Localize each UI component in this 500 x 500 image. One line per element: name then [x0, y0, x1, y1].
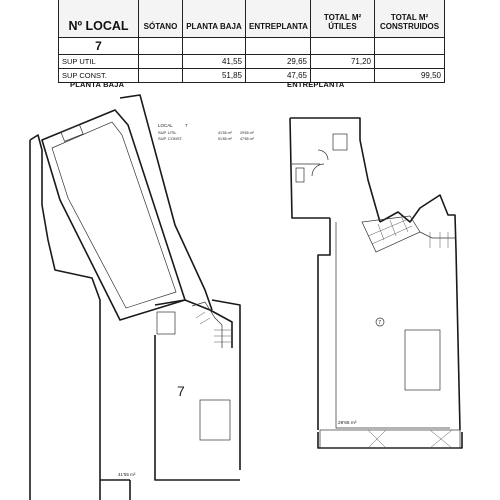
cell-entreplanta: 47,65: [245, 68, 311, 83]
cell-total-construidos: 99,50: [374, 68, 445, 83]
planta-baja-title: PLANTA BAJA: [70, 80, 125, 89]
stair-icon: [361, 215, 455, 253]
svg-text:SUP. UTIL: SUP. UTIL: [158, 130, 177, 135]
header-local: Nº LOCAL: [58, 0, 139, 38]
lower-strip: [319, 429, 461, 449]
plan-wall: [154, 335, 240, 481]
svg-text:51'85 m²: 51'85 m²: [218, 137, 233, 141]
header-entreplanta: ENTREPLANTA: [245, 0, 311, 38]
plan-wall: [41, 109, 186, 321]
svg-text:SUP. CONST.: SUP. CONST.: [158, 136, 183, 141]
svg-text:LOCAL: LOCAL: [158, 123, 173, 128]
planta-baja-room-area: 41'55 m²: [118, 472, 136, 477]
plan-wall: [317, 432, 463, 449]
table-row-sup-const: SUP CONST. 51,85 47,65 99,50: [58, 68, 445, 83]
mezzanine-edge: [335, 222, 450, 429]
entreplanta-title: ENTREPLANTA: [287, 80, 345, 89]
plan-column: [156, 311, 176, 335]
area-table: Nº LOCAL SÓTANO PLANTA BAJA ENTREPLANTA …: [58, 0, 445, 83]
plan-wall: [29, 134, 101, 500]
svg-text:41'55 m²: 41'55 m²: [218, 131, 233, 135]
plan-wall: [290, 117, 381, 223]
plan-wall: [317, 218, 331, 430]
entreplanta-floor-plan: 7 29'65 m²: [289, 117, 463, 449]
plan-column: [199, 399, 231, 441]
entreplanta-room-area: 29'65 m²: [338, 420, 357, 426]
svg-text:7: 7: [185, 123, 188, 128]
header-total-utiles: TOTAL M² ÚTILES: [310, 0, 375, 38]
plan-window: [60, 124, 84, 142]
door-swing-icon: [311, 163, 325, 177]
stair-icon: [191, 301, 232, 348]
door-swing-icon: [317, 149, 329, 161]
plan-inner-wall: [51, 121, 177, 309]
plan-wall: [289, 117, 330, 219]
plan-wall: [379, 194, 461, 431]
header-planta-baja: PLANTA BAJA: [182, 0, 246, 38]
entreplanta-room-marker: 7: [375, 317, 385, 327]
plan-column: [404, 329, 441, 391]
svg-text:29'65 m²: 29'65 m²: [240, 131, 255, 135]
plan-wall: [119, 94, 213, 311]
plan-wall: [211, 299, 241, 470]
plan-wall: [154, 299, 233, 348]
svg-text:7: 7: [378, 320, 381, 326]
table-row-sup-util: SUP UTIL 41,55 29,65 71,20: [58, 54, 445, 69]
planta-baja-area-legend: LOCAL 7 SUP. UTIL SUP. CONST. 41'55 m² 2…: [158, 123, 255, 141]
planta-baja-floor-plan: LOCAL 7 SUP. UTIL SUP. CONST. 41'55 m² 2…: [29, 94, 255, 500]
header-sotano: SÓTANO: [138, 0, 183, 38]
svg-text:47'65 m²: 47'65 m²: [240, 137, 255, 141]
table-header-row: Nº LOCAL SÓTANO PLANTA BAJA ENTREPLANTA …: [58, 0, 445, 38]
shower-icon: [332, 133, 348, 151]
planta-baja-room-number: 7: [177, 383, 185, 399]
header-total-construidos: TOTAL M² CONSTRUIDOS: [374, 0, 445, 38]
toilet-icon: [295, 167, 305, 183]
